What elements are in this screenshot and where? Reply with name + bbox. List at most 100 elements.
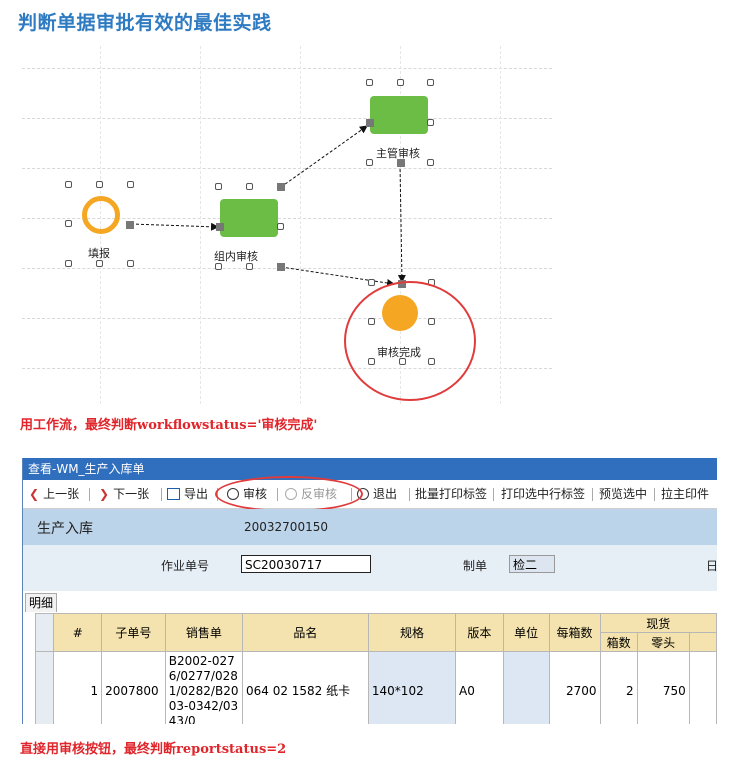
grid-line	[22, 168, 552, 169]
connector-lines	[130, 125, 406, 287]
col-header-sales-order[interactable]: 销售单	[164, 613, 243, 652]
col-header-boxes[interactable]: 箱数	[599, 632, 638, 652]
export-button[interactable]: 导出	[167, 480, 208, 508]
resize-handle[interactable]	[246, 263, 253, 270]
col-header-spec[interactable]: 规格	[367, 613, 456, 652]
resize-handle[interactable]	[65, 260, 72, 267]
col-header-loose[interactable]: 零头	[636, 632, 690, 652]
connection-port[interactable]	[277, 263, 285, 271]
doc-type: 生产入库	[37, 521, 93, 537]
exit-button[interactable]: 退出	[357, 480, 397, 508]
cell-sales-order[interactable]: B2002-0276/0277/0281/0282/B2003-0342/034…	[164, 651, 243, 724]
col-header-unit[interactable]: 单位	[502, 613, 550, 652]
resize-handle[interactable]	[277, 223, 284, 230]
toolbar-separator	[493, 488, 494, 501]
resize-handle[interactable]	[65, 220, 72, 227]
workflow-diagram: 填报 组内审核 主管审核 审核完成	[22, 46, 552, 404]
connection-port[interactable]	[126, 221, 134, 229]
resize-handle[interactable]	[368, 279, 375, 286]
toolbar-separator	[161, 488, 162, 501]
connector-manager-to-done	[397, 163, 406, 283]
approve-caption: 直接用审核按钮，最终判断reportstatus=2	[20, 742, 287, 757]
cell-more[interactable]	[688, 651, 717, 724]
next-button[interactable]: ❯下一张	[99, 487, 150, 501]
resize-handle[interactable]	[215, 263, 222, 270]
cell-per-box[interactable]: 2700	[548, 651, 601, 724]
resize-handle[interactable]	[397, 79, 404, 86]
table-row[interactable]: 1 2007800 B2002-0276/0277/0281/0282/B200…	[34, 651, 717, 724]
cell-loose[interactable]: 750	[636, 651, 690, 724]
grid-line	[22, 368, 552, 369]
tab-detail[interactable]: 明细	[25, 593, 58, 612]
excel-icon	[167, 488, 180, 500]
connection-port[interactable]	[397, 159, 405, 167]
app-window: 查看-WM_生产入库单 ❮上一张 ❯下一张 导出 审核 反审核 退出 批量打印标…	[22, 458, 717, 724]
toolbar: ❮上一张 ❯下一张 导出 审核 反审核 退出 批量打印标签 打印选中行标签 预览…	[23, 476, 717, 512]
cell-unit[interactable]	[502, 651, 550, 724]
cell-spec[interactable]: 140*102	[367, 651, 456, 724]
cell-index[interactable]: 1	[53, 651, 103, 724]
grid-line	[200, 46, 201, 404]
col-header-version[interactable]: 版本	[454, 613, 504, 652]
maker-label: 制单	[463, 559, 488, 573]
page-title: 判断单据审批有效的最佳实践	[18, 12, 272, 34]
start-node-fill[interactable]	[82, 196, 120, 234]
col-header-product[interactable]: 品名	[241, 613, 369, 652]
resize-handle[interactable]	[96, 181, 103, 188]
table-header-row: # 子单号 销售单 品名 规格 版本 单位 每箱数 现货	[34, 613, 717, 652]
col-header-stock[interactable]: 现货	[599, 613, 717, 633]
toolbar-separator	[409, 488, 410, 501]
resize-handle[interactable]	[366, 79, 373, 86]
connection-port[interactable]	[366, 119, 374, 127]
resize-handle[interactable]	[127, 260, 134, 267]
resize-handle[interactable]	[427, 79, 434, 86]
toolbar-separator	[89, 488, 90, 501]
highlight-circle	[215, 476, 363, 512]
pull-print-button[interactable]: 拉主印件	[661, 487, 710, 501]
preview-button[interactable]: 预览选中	[599, 487, 648, 501]
col-header-per-box[interactable]: 每箱数	[548, 613, 601, 652]
col-header-more[interactable]	[688, 632, 717, 652]
connection-port[interactable]	[277, 183, 285, 191]
doc-number: 20032700150	[244, 520, 328, 534]
grid-line	[300, 46, 301, 404]
grid-line	[500, 46, 501, 404]
maker-field[interactable]: 检二	[509, 555, 555, 573]
connection-port[interactable]	[216, 223, 224, 231]
print-selected-button[interactable]: 打印选中行标签	[501, 487, 586, 501]
prev-button[interactable]: ❮上一张	[29, 487, 80, 501]
grid-line	[22, 268, 552, 269]
cell-boxes[interactable]: 2	[599, 651, 638, 724]
chevron-left-icon: ❮	[29, 487, 40, 501]
grid-line	[22, 218, 552, 219]
table-subheader-row: 箱数 零头	[36, 632, 717, 652]
resize-handle[interactable]	[366, 159, 373, 166]
grid-line	[22, 318, 552, 319]
resize-handle[interactable]	[96, 260, 103, 267]
task-node-manager-review[interactable]	[370, 96, 428, 134]
highlight-circle	[344, 281, 476, 401]
resize-handle[interactable]	[65, 181, 72, 188]
resize-handle[interactable]	[427, 159, 434, 166]
grid-line	[22, 68, 552, 69]
document-header: 生产入库 20032700150	[23, 509, 717, 545]
batch-print-button[interactable]: 批量打印标签	[415, 487, 488, 501]
toolbar-separator	[654, 488, 655, 501]
cell-sub-no[interactable]: 2007800	[101, 651, 166, 724]
grid-line	[22, 118, 552, 119]
window-title: 查看-WM_生产入库单	[23, 458, 717, 480]
resize-handle[interactable]	[427, 119, 434, 126]
col-header-index[interactable]: #	[53, 613, 103, 652]
resize-handle[interactable]	[127, 181, 134, 188]
task-node-group-review[interactable]	[220, 199, 278, 237]
node-label-fill: 填报	[88, 247, 110, 260]
resize-handle[interactable]	[246, 183, 253, 190]
col-header-sub-no[interactable]: 子单号	[101, 613, 166, 652]
row-selector[interactable]	[34, 651, 55, 724]
grid-line	[400, 46, 401, 404]
resize-handle[interactable]	[215, 183, 222, 190]
date-label: 日	[706, 559, 717, 573]
job-no-field[interactable]: SC20030717	[241, 555, 371, 573]
cell-product[interactable]: 064 02 1582 纸卡	[241, 651, 369, 724]
cell-version[interactable]: A0	[454, 651, 504, 724]
